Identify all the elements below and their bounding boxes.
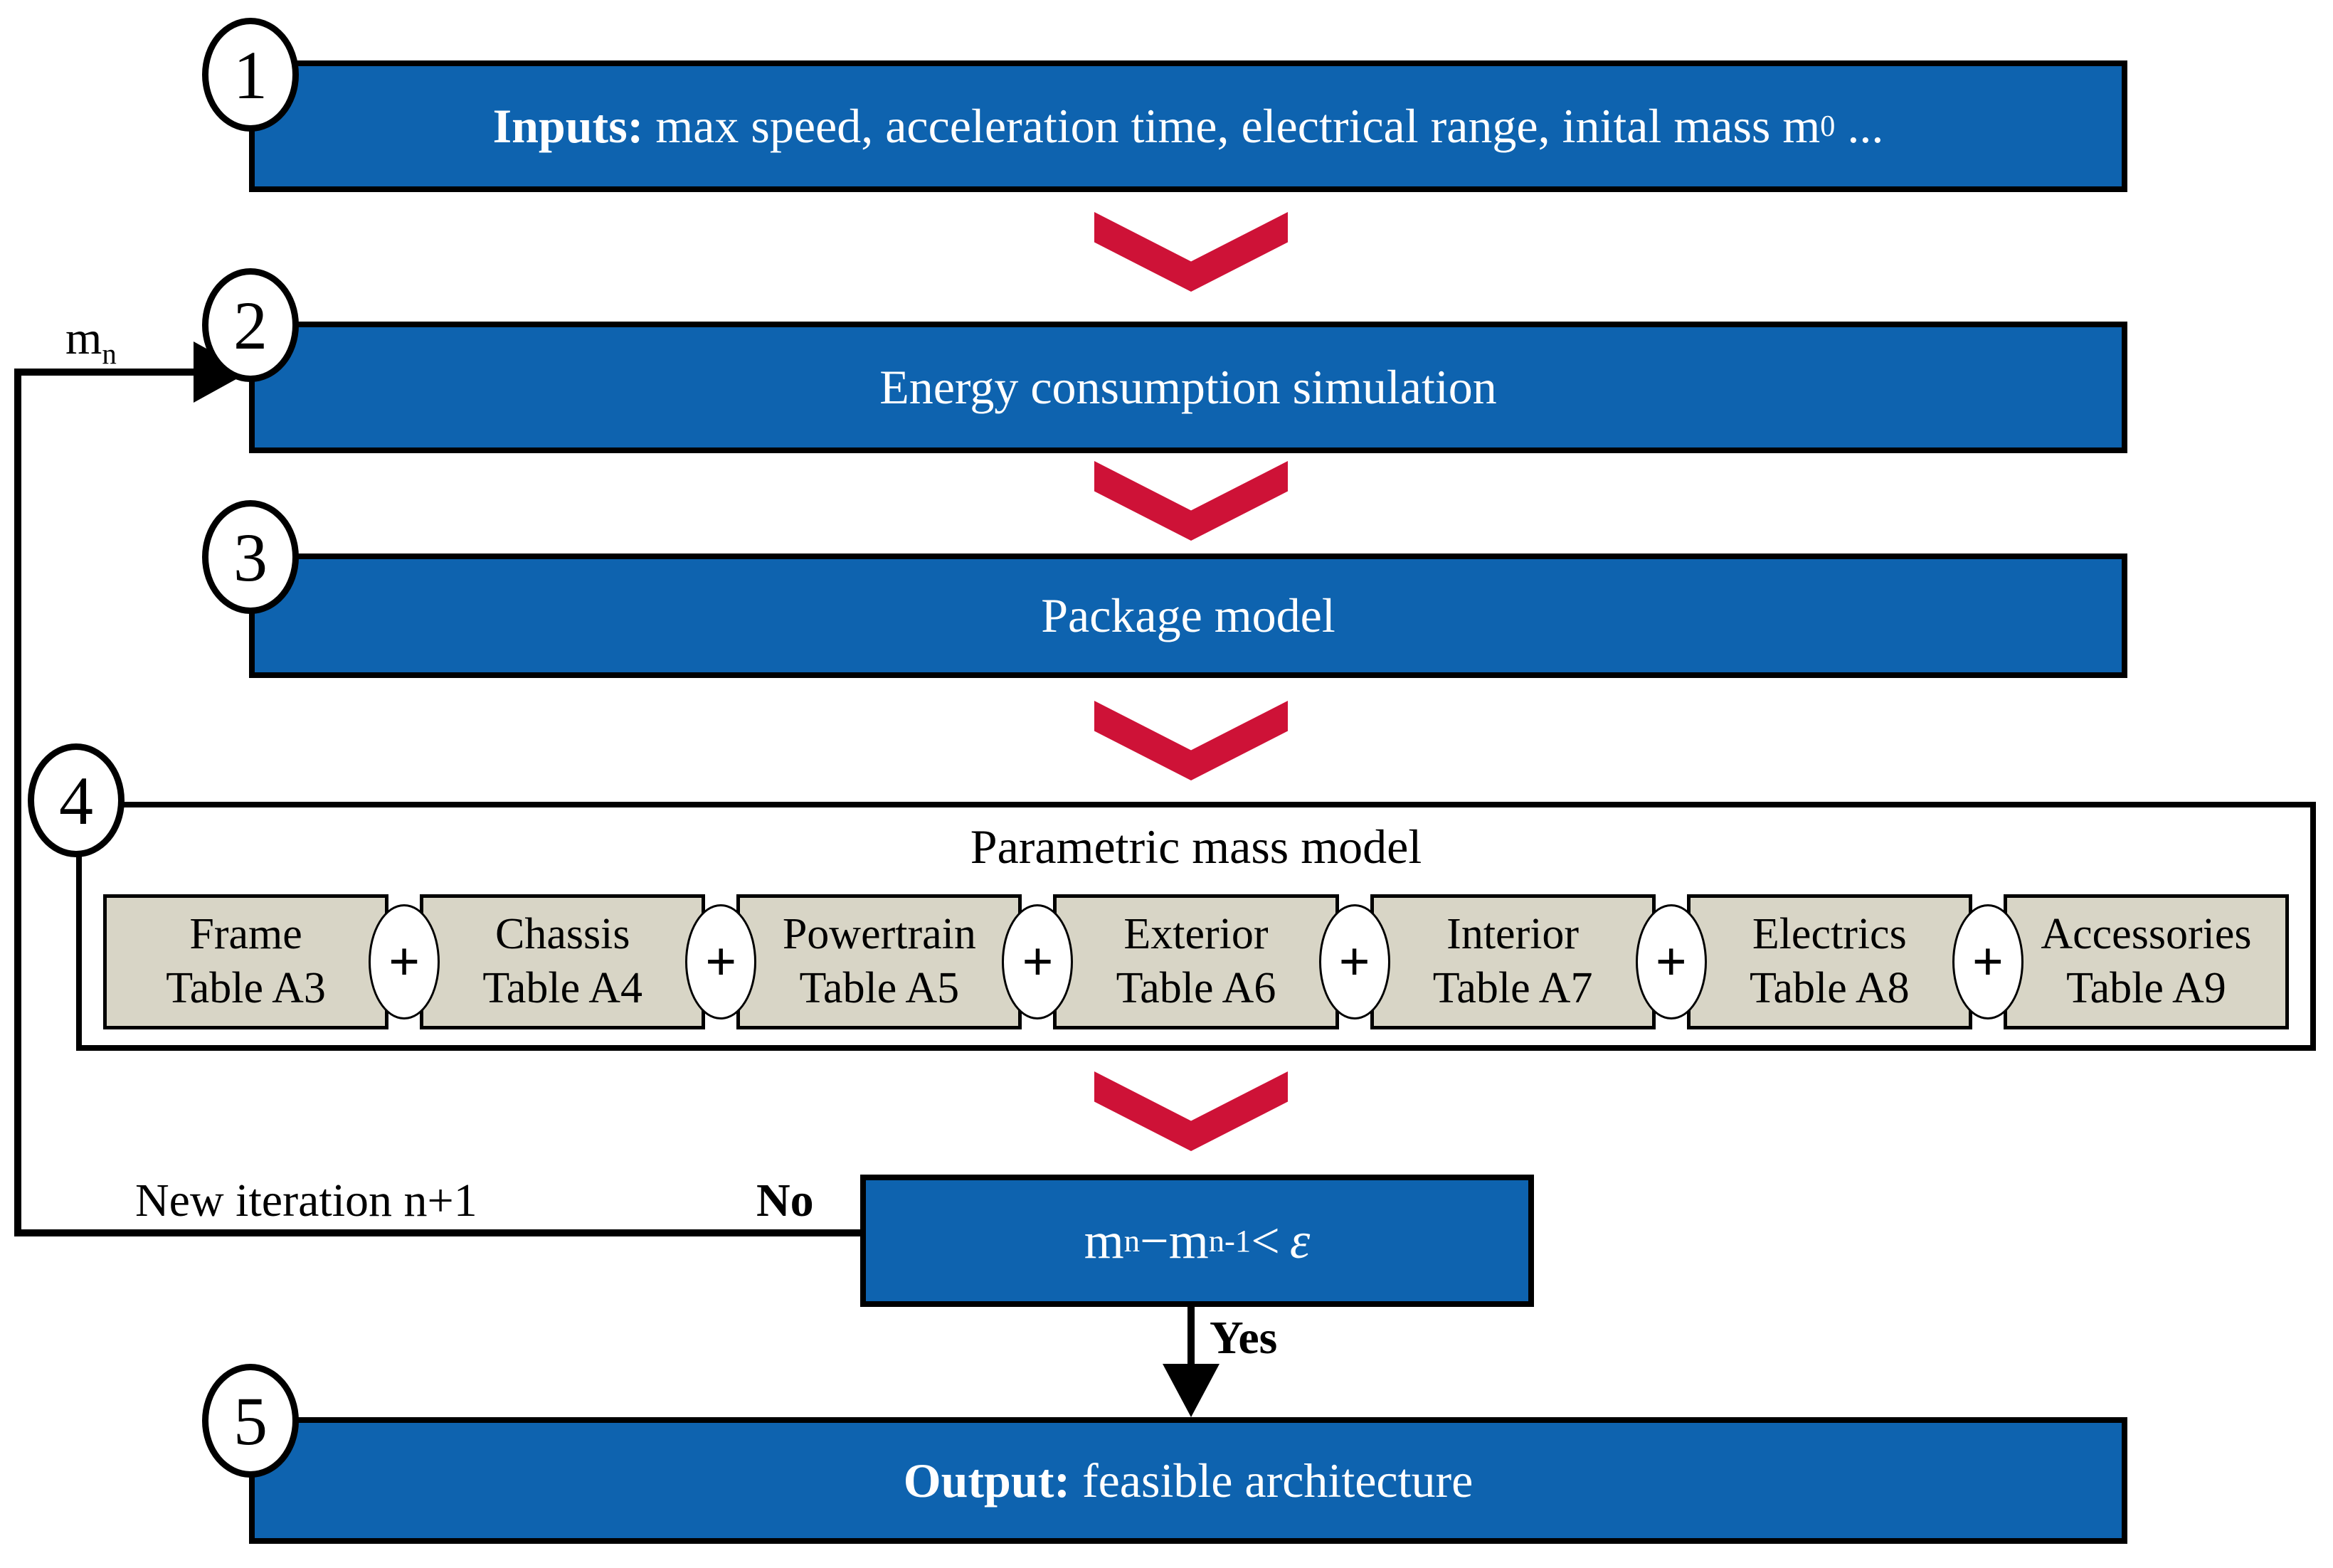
component-name: Powertrain [782,910,976,959]
step5-label-bold: Output: [903,1453,1070,1508]
step4-number-badge: 4 [28,743,125,857]
component-table: Table A7 [1432,964,1593,1012]
component-exterior: Exterior Table A6 [1053,894,1339,1029]
component-interior: Interior Table A7 [1370,894,1656,1029]
step1-inputs-box: Inputs: max speed, acceleration time, el… [249,60,2127,192]
component-table: Table A3 [166,964,326,1012]
component-name: Frame [189,910,302,959]
decision-m2: m [1168,1212,1209,1269]
step3-number-badge: 3 [202,500,299,614]
chevron-down-icon [1094,701,1288,780]
step4-title: Parametric mass model [970,820,1422,874]
step2-number: 2 [233,287,268,364]
decision-lt: < [1251,1212,1280,1269]
component-accessories: Accessories Table A9 [2003,894,2289,1029]
component-table: Table A8 [1749,964,1910,1012]
chevron-down-icon [1094,1071,1288,1151]
component-table: Table A4 [482,964,643,1012]
no-label: No [756,1175,814,1227]
step1-number-badge: 1 [202,18,299,132]
decision-minus: − [1140,1212,1169,1269]
feedback-mass-sub: n [102,338,117,371]
feedback-line-top [14,369,194,376]
chevron-down-icon [1094,212,1288,292]
chevron-down-icon [1094,461,1288,541]
plus-icon: + [369,904,440,1019]
step5-label-rest: feasible architecture [1069,1453,1474,1508]
step2-number-badge: 2 [202,268,299,382]
step1-label-bold: Inputs: [492,99,644,153]
feedback-mass-base: m [65,312,102,364]
component-name: Accessories [2041,910,2252,959]
step4-parametric-mass-model-box: Parametric mass model Frame Table A3 + C… [76,802,2316,1051]
step4-number: 4 [59,762,93,839]
plus-icon: + [1952,904,2023,1019]
component-powertrain: Powertrain Table A5 [736,894,1022,1029]
step1-label-tail: ... [1835,99,1884,153]
component-chassis: Chassis Table A4 [420,894,706,1029]
plus-icon: + [1635,904,1707,1019]
component-table: Table A5 [799,964,960,1012]
plus-icon: + [1002,904,1074,1019]
component-name: Interior [1446,910,1580,959]
decision-epsilon: ε [1289,1212,1311,1269]
plus-icon: + [1318,904,1390,1019]
plus-icon: + [685,904,757,1019]
step1-number: 1 [233,36,268,113]
component-table: Table A9 [2066,964,2226,1012]
step1-label-rest: max speed, acceleration time, electrical… [643,99,1821,153]
new-iteration-label: New iteration n+1 [135,1175,477,1227]
yes-label: Yes [1210,1312,1278,1364]
component-electrics: Electrics Table A8 [1686,894,1972,1029]
feedback-line-bottom [14,1229,860,1236]
component-name: Electrics [1752,910,1907,959]
arrowhead-down-icon [1163,1364,1220,1417]
step3-number: 3 [233,519,268,595]
step5-number: 5 [233,1382,268,1459]
feedback-line-vertical [14,369,21,1236]
component-row: Frame Table A3 + Chassis Table A4 + Powe… [103,894,2289,1029]
step5-output-box: Output: feasible architecture [249,1417,2127,1544]
step3-label: Package model [1041,588,1335,642]
decision-m1: m [1084,1212,1124,1269]
feedback-mass-label: mn [65,312,117,369]
component-frame: Frame Table A3 [103,894,389,1029]
component-table: Table A6 [1116,964,1276,1012]
yes-line [1187,1307,1195,1367]
step5-number-badge: 5 [202,1364,299,1478]
component-name: Exterior [1123,910,1269,959]
step3-package-model-box: Package model [249,553,2127,678]
component-name: Chassis [494,910,630,959]
step2-label: Energy consumption simulation [879,360,1497,414]
step2-energy-simulation-box: Energy consumption simulation [249,322,2127,453]
